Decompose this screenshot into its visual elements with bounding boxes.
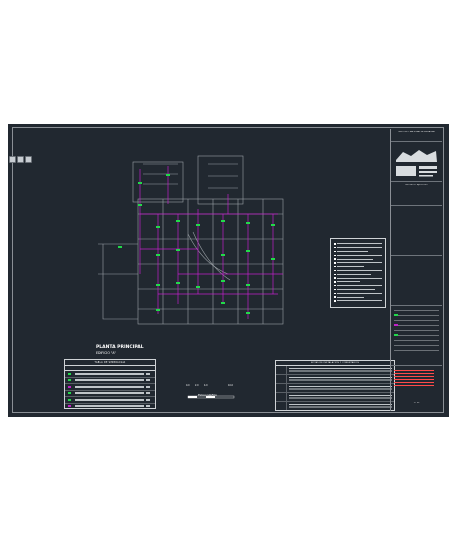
sheet-border bbox=[12, 127, 444, 413]
floor-plan bbox=[78, 154, 288, 344]
scale-caption: ESCALA GRAFICA bbox=[198, 394, 217, 397]
symbol-legend-table: TABLA DE SIMBOLOGIA bbox=[64, 359, 156, 409]
institution-name: INSTITUTO NACIONAL DE PEDIATRIA bbox=[398, 131, 435, 133]
graphic-scale: 0.0 2.0 4.0 10.0 ESCALA GRAFICA bbox=[186, 384, 236, 399]
legend-table-title: TABLA DE SIMBOLOGIA bbox=[65, 360, 155, 366]
legend-row bbox=[65, 397, 155, 404]
legend-row bbox=[65, 378, 155, 384]
legend-row bbox=[65, 384, 155, 391]
notes-table-title: NOTAS DE INSTALACION Y COMENTARIOS bbox=[276, 361, 394, 366]
installation-notes-table: NOTAS DE INSTALACION Y COMENTARIOS bbox=[275, 360, 395, 411]
scale-tick: 2.0 bbox=[195, 384, 199, 387]
cad-drawing-canvas[interactable]: PLANTA PRINCIPAL EDIFICIO "A" TABLA DE S… bbox=[8, 124, 449, 417]
fit-icon[interactable] bbox=[25, 156, 32, 163]
approvals-block bbox=[391, 255, 442, 305]
seal-block: 1 / 22 bbox=[391, 365, 442, 411]
revisions-block bbox=[391, 305, 442, 365]
scale-tick: 4.0 bbox=[204, 384, 208, 387]
legend-row bbox=[65, 371, 155, 378]
viewer-toolbar bbox=[9, 156, 32, 163]
project-info: PROYECTO EJECUTIVO bbox=[391, 181, 442, 205]
sheet-number: 1 / 22 bbox=[413, 402, 420, 404]
legend-row bbox=[65, 404, 155, 410]
plan-subtitle: EDIFICIO "A" bbox=[96, 351, 116, 355]
project-name: PROYECTO EJECUTIVO bbox=[405, 184, 428, 186]
floor-plan-drawing bbox=[98, 155, 284, 325]
sheet-description bbox=[391, 205, 442, 255]
scale-bar bbox=[187, 395, 235, 399]
plan-title: PLANTA PRINCIPAL bbox=[96, 345, 144, 350]
scale-tick: 10.0 bbox=[228, 384, 233, 387]
zoom-out-icon[interactable] bbox=[17, 156, 24, 163]
specifications-panel bbox=[330, 238, 386, 308]
scale-tick: 0.0 bbox=[186, 384, 190, 387]
zoom-in-icon[interactable] bbox=[9, 156, 16, 163]
legend-row bbox=[65, 391, 155, 397]
logo-area bbox=[391, 141, 442, 181]
title-block: INSTITUTO NACIONAL DE PEDIATRIA PROYECTO… bbox=[390, 129, 442, 411]
institution-logo-icon bbox=[396, 150, 437, 177]
